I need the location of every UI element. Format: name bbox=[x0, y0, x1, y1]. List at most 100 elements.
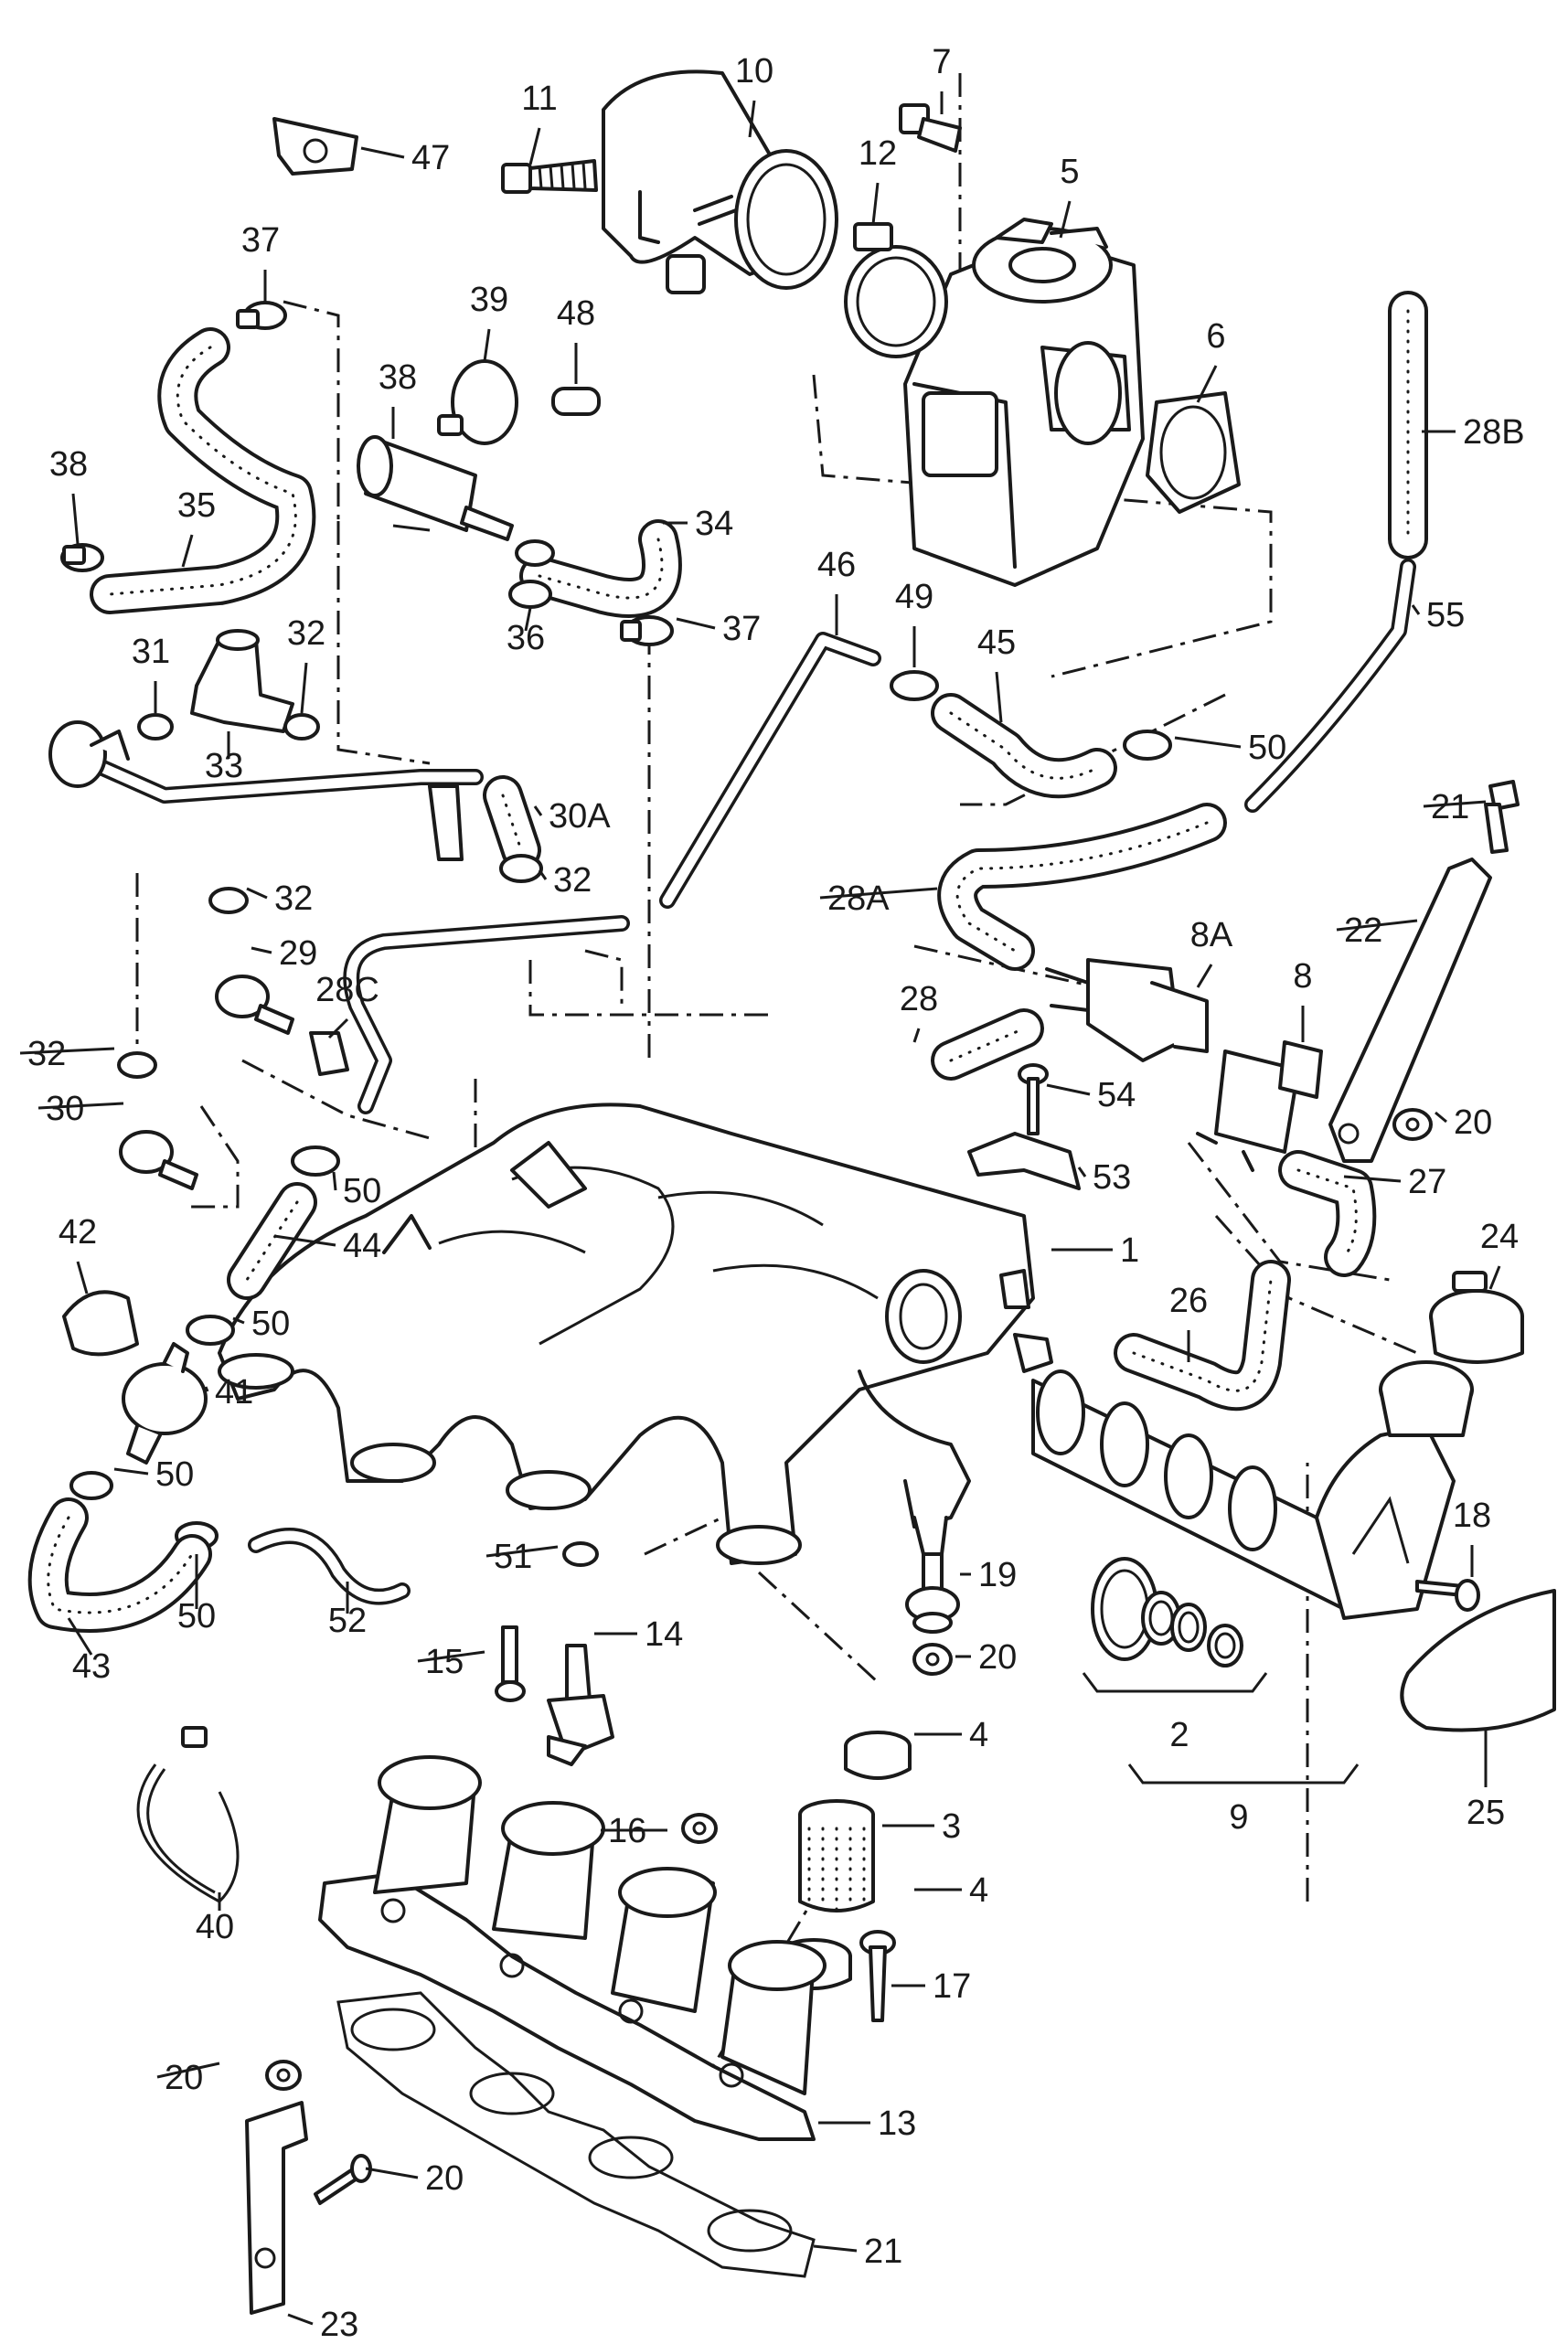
hose-28a bbox=[931, 1008, 1044, 1081]
connector-29 bbox=[309, 1031, 349, 1076]
leader-line bbox=[156, 2062, 220, 2079]
callout-33: 33 bbox=[205, 731, 243, 785]
leader-line bbox=[246, 887, 268, 900]
lower-intake-manifold bbox=[318, 1755, 827, 2141]
callout-50: 50 bbox=[113, 1455, 194, 1494]
part-number-label: 30 bbox=[46, 1090, 84, 1128]
leader-line bbox=[113, 1467, 149, 1476]
vacuum-actuator bbox=[48, 720, 130, 788]
part-number-label: 50 bbox=[155, 1455, 194, 1494]
callout-17: 17 bbox=[891, 1967, 971, 2006]
hose-clamp-icon bbox=[236, 301, 287, 330]
leader-line bbox=[360, 146, 405, 159]
part-number-label: 8A bbox=[1190, 916, 1233, 954]
part-number-label: 4 bbox=[969, 1871, 988, 1910]
callout-50: 50 bbox=[232, 1305, 290, 1343]
leader-line bbox=[1046, 1083, 1091, 1096]
part-number-label: 3 bbox=[942, 1807, 961, 1846]
callout-32: 32 bbox=[538, 861, 592, 900]
hose-45 bbox=[227, 1182, 317, 1300]
part-number-label: 37 bbox=[722, 610, 761, 648]
callout-20: 20 bbox=[1435, 1103, 1492, 1142]
callout-52: 52 bbox=[328, 1582, 367, 1640]
leader-line bbox=[365, 2167, 419, 2179]
solenoid-valve-8 bbox=[1196, 1040, 1323, 1172]
callout-18: 18 bbox=[1453, 1497, 1491, 1577]
filter-sleeve bbox=[798, 1799, 875, 1912]
leader-line bbox=[813, 2244, 858, 2253]
part-number-label: 54 bbox=[1097, 1076, 1136, 1114]
part-number-label: 17 bbox=[933, 1967, 971, 2006]
callout-8: 8 bbox=[1293, 957, 1313, 1042]
part-number-label: 21 bbox=[864, 2232, 902, 2271]
part-number-label: 32 bbox=[27, 1035, 66, 1073]
callout-41: 41 bbox=[204, 1373, 253, 1412]
tube-56 bbox=[1244, 559, 1416, 813]
part-labels: 1234456788A91011121314151617181920202020… bbox=[19, 43, 1525, 2344]
hose-clamp-icon bbox=[117, 854, 543, 1079]
leader-line bbox=[332, 1171, 337, 1191]
nut-icon bbox=[1392, 1108, 1433, 1141]
seal-ring bbox=[562, 1541, 599, 1567]
part-number-label: 12 bbox=[859, 134, 897, 173]
leader-line bbox=[1077, 1167, 1087, 1177]
callout-4: 4 bbox=[914, 1871, 988, 1910]
callout-35: 35 bbox=[177, 486, 216, 568]
callout-5: 5 bbox=[1059, 153, 1080, 239]
leader-line bbox=[995, 671, 1003, 723]
bolt-icon bbox=[1415, 1579, 1480, 1612]
callout-21: 21 bbox=[1423, 788, 1487, 826]
vacuum-line-29 bbox=[343, 915, 630, 1114]
leader-line bbox=[1059, 200, 1072, 239]
vacuum-line-47 bbox=[659, 632, 881, 909]
part-number-label: 37 bbox=[241, 221, 280, 260]
leader-line bbox=[273, 1234, 336, 1247]
callout-32: 32 bbox=[246, 879, 313, 918]
hose-clamp-icon bbox=[844, 1731, 912, 1780]
cap-icon bbox=[62, 1290, 139, 1357]
part-number-label: 21 bbox=[1431, 788, 1469, 826]
leader-line bbox=[232, 1316, 245, 1325]
part-number-label: 26 bbox=[1169, 1282, 1208, 1320]
part-number-label: 2 bbox=[1169, 1716, 1189, 1754]
part-number-label: 49 bbox=[895, 578, 933, 616]
check-valve bbox=[357, 435, 514, 541]
leader-line bbox=[204, 1386, 209, 1392]
callout-46: 46 bbox=[817, 546, 856, 635]
part-number-label: 32 bbox=[553, 861, 592, 900]
leader-line bbox=[300, 662, 308, 714]
callout-28C: 28C bbox=[315, 971, 379, 1039]
throttle-body bbox=[903, 218, 1145, 587]
part-number-label: 32 bbox=[287, 614, 325, 653]
leader-line bbox=[524, 607, 532, 632]
callout-38: 38 bbox=[379, 358, 417, 439]
callout-1: 1 bbox=[1051, 1231, 1139, 1270]
part-number-label: 22 bbox=[1344, 911, 1382, 950]
leader-line bbox=[327, 1018, 349, 1039]
callout-20: 20 bbox=[365, 2159, 464, 2198]
callout-26: 26 bbox=[1169, 1282, 1208, 1362]
callout-2: 2 bbox=[1169, 1716, 1189, 1754]
callout-53: 53 bbox=[1077, 1158, 1131, 1197]
callout-30: 30 bbox=[37, 1090, 124, 1128]
part-number-label: 40 bbox=[196, 1908, 234, 1946]
leader-line bbox=[819, 887, 938, 900]
callout-40: 40 bbox=[196, 1892, 234, 1946]
callout-38: 38 bbox=[49, 445, 88, 545]
hose-27 bbox=[1114, 1260, 1291, 1412]
part-number-label: 31 bbox=[132, 633, 170, 671]
part-number-label: 55 bbox=[1426, 596, 1465, 634]
valve-30a bbox=[119, 1130, 198, 1190]
leader-line bbox=[1196, 964, 1213, 988]
hose-46 bbox=[931, 693, 1117, 799]
leader-line bbox=[1343, 1175, 1402, 1183]
callout-28B: 28B bbox=[1422, 413, 1525, 452]
leader-line bbox=[1196, 365, 1218, 403]
leader-line bbox=[1336, 919, 1418, 932]
leader-line bbox=[528, 127, 541, 165]
cover-26 bbox=[1400, 1589, 1556, 1732]
hose-clamp-icon bbox=[137, 713, 320, 740]
callout-49: 49 bbox=[895, 578, 933, 667]
leader-line bbox=[483, 328, 491, 362]
